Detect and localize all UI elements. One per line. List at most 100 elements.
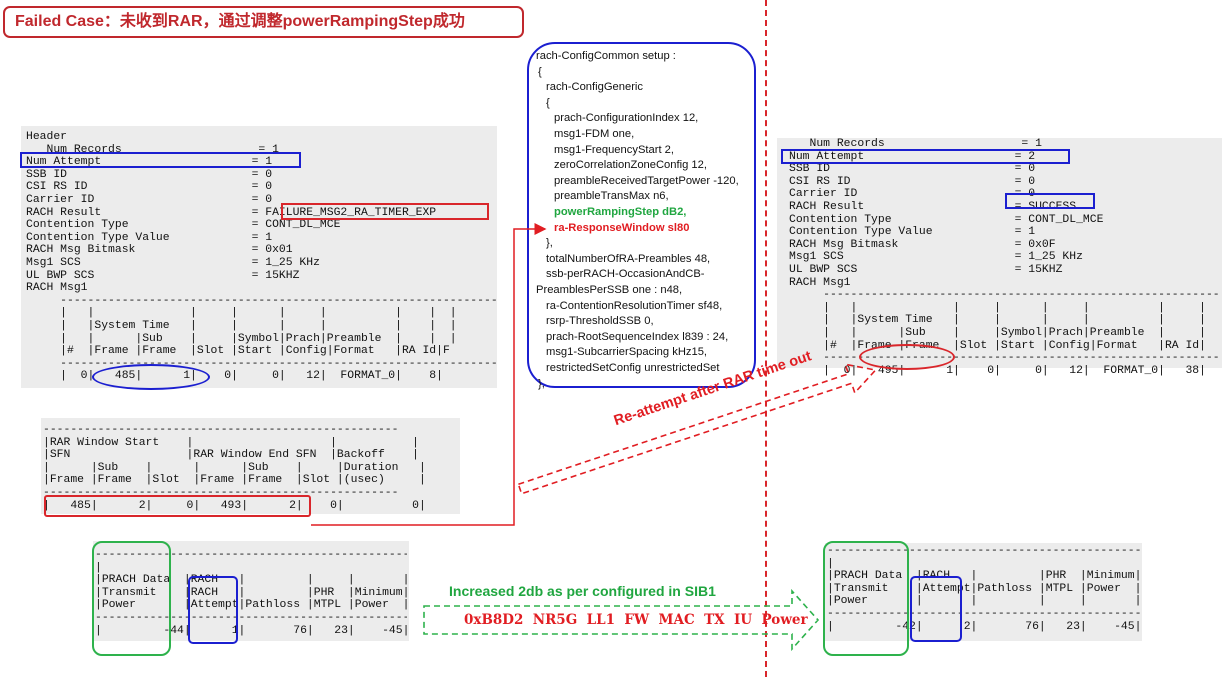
reattempt-arrow [517, 363, 878, 495]
rach-attempt-highlight-right [910, 576, 962, 642]
log-line: | 485| 2| 0| 493| 2| 0| 0| [43, 499, 426, 512]
log-line: |Transmit |Attempt|Pathloss |MTPL |Power… [827, 582, 1140, 595]
num-attempt-highlight-right [781, 149, 1070, 164]
config-line: msg1-FrequencyStart 2, [554, 143, 675, 156]
config-line: powerRampingStep dB2, [554, 206, 687, 218]
config-line: ra-ContentionResolutionTimer sf48, [546, 299, 723, 312]
log-line: |# |Frame |Frame |Slot |Start |Config|Fo… [60, 345, 450, 358]
log-line: ----------------------------------------… [95, 611, 407, 624]
config-line: prach-ConfigurationIndex 12, [554, 112, 699, 125]
rar-window-log-panel [41, 418, 460, 514]
log-line: Msg1 SCS = 1_25 KHz [789, 251, 1083, 264]
log-line: | | [95, 561, 102, 574]
increase-label: Increased 2db as per configured in SIB1 [449, 583, 716, 599]
divider-line [765, 0, 767, 677]
log-line: SSB ID = 0 [789, 163, 1036, 176]
log-line: RACH Msg Bitmask = 0x0F [789, 238, 1056, 251]
rach-config-box [527, 42, 756, 388]
config-line: }, [538, 377, 545, 390]
log-line: |SFN |RAR Window End SFN |Backoff | [43, 449, 419, 462]
log-line: RACH Msg1 [789, 276, 851, 289]
log-code-label: 0xB8D2 NR5G LL1 FW MAC TX IU Power [464, 612, 808, 628]
log-line: RACH Msg1 [26, 282, 88, 295]
log-line: Msg1 SCS = 1_25 KHz [26, 256, 320, 269]
log-line: | | | | | | | | | [60, 307, 457, 320]
log-line: |RAR Window Start | | | [43, 436, 419, 449]
log-line: RACH Result = SUCCESS [789, 200, 1077, 213]
config-line: totalNumberOfRA-Preambles 48, [546, 252, 711, 265]
log-line: |Transmit |RACH | |PHR |Minimum| [95, 586, 407, 599]
log-line: RACH Msg Bitmask = 0x01 [26, 244, 293, 257]
log-line: ----------------------------------------… [823, 289, 1221, 302]
log-line: | |System Time | | | | | | | [60, 319, 457, 332]
log-line: CSI RS ID = 0 [789, 175, 1036, 188]
log-line: |Power |Attempt|Pathloss |MTPL |Power | [95, 599, 407, 612]
log-line: Num Attempt = 2 [789, 150, 1036, 163]
log-line: | -42| 2| 76| 23| -45| [827, 620, 1140, 633]
log-line: |Power | | | | | [827, 595, 1140, 608]
page-title: Failed Case：未收到RAR，通过调整powerRampingStep成… [15, 13, 465, 30]
log-line: Contention Type Value = 1 [789, 226, 1036, 239]
right-power-log: ----------------------------------------… [827, 545, 1140, 633]
title-box: Failed Case：未收到RAR，通过调整powerRampingStep成… [3, 6, 524, 38]
increase-arrow [423, 588, 820, 652]
config-line: { [546, 96, 550, 109]
log-line: UL BWP SCS = 15KHZ [789, 263, 1063, 276]
rach-result-highlight-right [1005, 193, 1095, 209]
log-line: UL BWP SCS = 15KHZ [26, 269, 300, 282]
left-power-log-panel [93, 541, 409, 641]
log-line: ----------------------------------------… [827, 607, 1140, 620]
rach-attempt-highlight-left [188, 576, 238, 644]
log-line: ----------------------------------------… [43, 424, 399, 436]
config-line: msg1-FDM one, [554, 128, 635, 140]
config-line: { [538, 65, 542, 78]
rar-window-highlight [44, 495, 311, 517]
left-rach-log-panel [21, 126, 497, 388]
config-line: }, [546, 237, 553, 250]
right-rach-log-panel [777, 138, 1222, 368]
log-line: RACH Result = FAILURE_MSG2_RA_TIMER_EXP [26, 206, 437, 219]
config-line: msg1-SubcarrierSpacing kHz15, [546, 346, 708, 359]
system-time-highlight-right [859, 344, 955, 370]
log-line: | | |Sub | |Symbol|Prach|Preamble | | [823, 326, 1206, 339]
log-line: ----------------------------------------… [60, 294, 496, 307]
config-line: zeroCorrelationZoneConfig 12, [554, 159, 707, 172]
log-line: Carrier ID = 0 [26, 193, 273, 206]
log-line: | |Sub | | |Sub | |Duration | [43, 461, 426, 474]
num-attempt-highlight-left [20, 152, 301, 168]
config-line: rach-ConfigCommon setup : [536, 50, 676, 62]
log-line: | | [827, 557, 834, 570]
log-line: SSB ID = 0 [26, 168, 273, 181]
config-line: restrictedSetConfig unrestrictedSet [546, 362, 720, 374]
config-line: preambleReceivedTargetPower -120, [554, 174, 739, 187]
config-line: ra-ResponseWindow sl80 [554, 221, 690, 234]
log-line: |Frame |Frame |Slot |Frame |Frame |Slot … [43, 474, 426, 487]
log-line: Num Attempt = 1 [26, 156, 273, 169]
config-line: rsrp-ThresholdSSB 0, [546, 315, 654, 328]
log-line: Contention Type = CONT_DL_MCE [26, 219, 341, 232]
log-line: Contention Type Value = 1 [26, 231, 273, 244]
config-line: PreamblesPerSSB one : n48, [536, 284, 683, 296]
log-line: CSI RS ID = 0 [26, 181, 273, 194]
right-power-log-panel [825, 543, 1142, 641]
config-line: prach-RootSequenceIndex l839 : 24, [546, 330, 729, 343]
config-line: preambleTransMax n6, [554, 190, 669, 203]
rach-result-highlight-left [281, 203, 489, 220]
log-line: |PRACH Data |RACH | | | | [95, 574, 407, 587]
log-line: | | |Sub | |Symbol|Prach|Preamble | | | [60, 332, 457, 345]
rar-window-log: ----------------------------------------… [43, 424, 458, 512]
config-line: ssb-perRACH-OccasionAndCB- [546, 268, 705, 281]
log-line: | | | | | | | | [823, 301, 1206, 314]
prach-power-highlight-left [92, 541, 171, 656]
log-line: Num Records = 1 [809, 138, 1042, 150]
log-line: ----------------------------------------… [95, 549, 407, 561]
config-line: rach-ConfigGeneric [546, 81, 644, 94]
log-line: Contention Type = CONT_DL_MCE [789, 213, 1104, 226]
log-line: | |System Time | | | | | | [823, 314, 1206, 327]
system-time-highlight-left [92, 364, 210, 390]
rar-to-config-connector [311, 223, 547, 526]
prach-power-highlight-right [823, 541, 909, 656]
log-line: Header [26, 131, 68, 143]
left-power-log: ----------------------------------------… [95, 549, 407, 637]
